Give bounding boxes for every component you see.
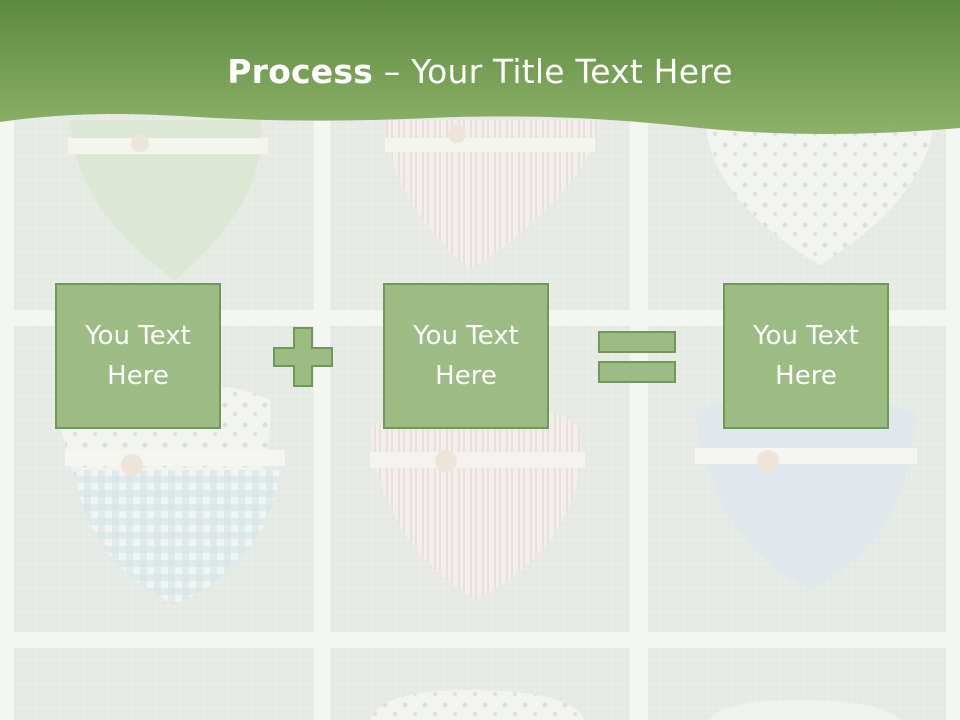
process-box-1-text: You Text Here	[85, 321, 191, 391]
equals-icon	[598, 331, 676, 383]
process-box-1: You Text Here	[55, 283, 221, 429]
process-box-3: You Text Here	[723, 283, 889, 429]
header-band	[0, 0, 960, 134]
title-rest: – Your Title Text Here	[373, 52, 733, 91]
title-bold: Process	[227, 52, 374, 91]
plus-icon	[273, 327, 333, 387]
process-box-2: You Text Here	[383, 283, 549, 429]
process-box-3-text: You Text Here	[753, 321, 859, 391]
slide-title: Process – Your Title Text Here	[0, 52, 960, 91]
process-box-2-text: You Text Here	[413, 321, 519, 391]
